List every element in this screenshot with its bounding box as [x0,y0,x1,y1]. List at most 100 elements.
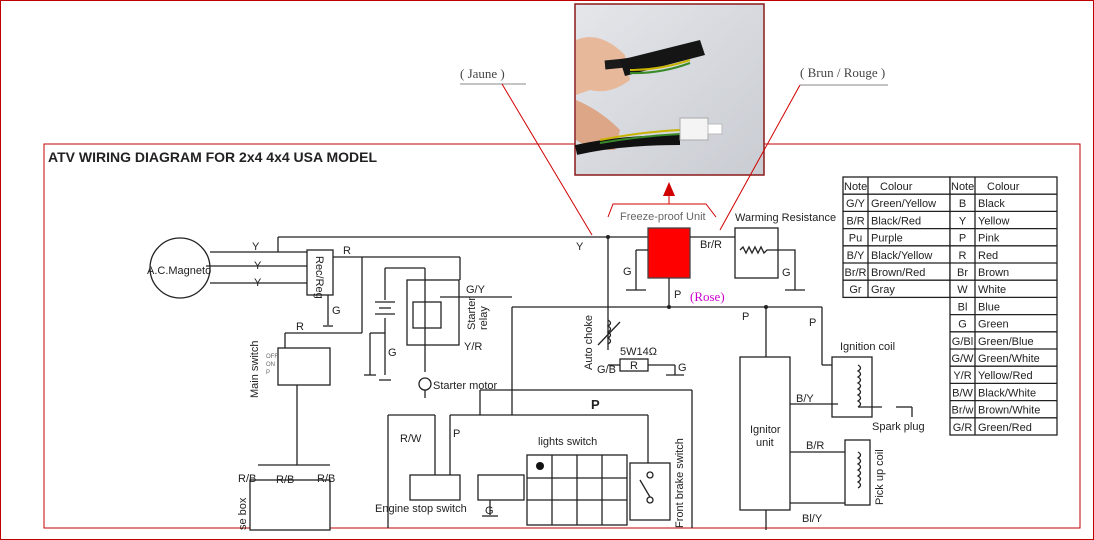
magneto-label: A.C.Magneto [147,265,211,277]
connector-photo [574,3,765,176]
table-cell-note: Gr [849,284,862,296]
main-switch-pos-on: ON [266,362,275,368]
table-cell-colour: Black [978,198,1005,210]
wire-label: G [485,505,494,517]
wire-label: P [453,428,460,440]
table-cell-note: G/Y [846,198,866,210]
table-cell-colour: Yellow [978,215,1009,227]
jaune-label: ( Jaune ) [460,66,505,81]
wire-label: P [591,397,600,412]
ignition-coil-symbol [831,356,873,418]
wire-label: R/B [317,473,335,485]
wire-label: Y [576,241,584,253]
ignitor-unit-symbol [739,356,791,511]
table-cell-note: R [959,250,967,262]
table-header-colour: Colour [880,181,913,193]
table-cell-note: B [959,198,966,210]
table-cell-colour: Black/Red [871,215,921,227]
arrow-up-icon [663,182,675,196]
table-cell-note: B/W [952,387,973,399]
engine-stop-switch-symbol [409,474,461,501]
wire-label: B/Y [796,393,814,405]
wire-label: Y [254,277,262,289]
table-cell-colour: Green/White [978,353,1040,365]
lights-switch-label: lights switch [538,436,597,448]
wire-label: G [678,362,687,374]
table-cell-colour: Gray [871,284,895,296]
table-cell-note: G/W [952,353,975,365]
freeze-proof-unit-highlight [647,227,691,279]
table-cell-note: Y [959,215,967,227]
table-cell-colour: Green/Blue [978,336,1034,348]
table-cell-colour: Brown/Red [871,267,925,279]
table-cell-note: G [958,319,967,331]
table-cell-note: B/R [846,215,864,227]
wire-label: R [343,245,351,257]
wire-labels: Y Y Y Y R R G G G G G G G/Y Y/R Br/R P P… [238,239,824,525]
colour-table-left [842,176,951,299]
ignition-coil-label: Ignition coil [840,341,895,353]
engine-stop-switch-label: Engine stop switch [375,503,467,515]
main-switch-pos-p: P [266,370,270,376]
front-brake-switch-label: Front brake switch [674,438,686,528]
annotations: ( Jaune ) ( Brun / Rouge ) (Rose) [460,65,888,304]
pickup-coil-symbol [844,439,871,506]
starter-motor-symbol [418,377,432,391]
wire-label: Y [254,260,262,272]
table-cell-colour: Purple [871,233,903,245]
rec-reg-label: Rec/Reg [313,256,325,299]
wires [149,227,913,531]
starter-relay-label-2: relay [478,306,490,330]
resistor-label: R [630,360,638,372]
wire-label: R [296,321,304,333]
wire-label: R/W [400,433,422,445]
wire-label: P [674,289,681,301]
table-cell-note: G/Bl [952,336,973,348]
table-cell-colour: Green/Red [978,422,1032,434]
table-cell-note: W [957,284,968,296]
wire-label: G [623,266,632,278]
fuse-box-label: se box [237,497,249,530]
wire-label: Y/R [464,341,482,353]
table-cell-note: Y/R [953,370,971,382]
table-cell-note: Br [957,267,968,279]
starter-motor-label: Starter motor [433,380,498,392]
table-cell-note: Pu [849,233,862,245]
table-cell-colour: Black/White [978,387,1036,399]
wire-label: P [742,311,749,323]
table-header-note: Note [951,181,974,193]
wire-label: G/B [597,364,616,376]
table-cell-colour: Pink [978,233,1000,245]
table-cell-note: Br/w [952,405,974,417]
main-switch-pos-off: OFF [266,354,278,360]
table-cell-colour: Yellow/Red [978,370,1033,382]
main-switch-symbol [277,347,331,386]
table-cell-colour: Green/Yellow [871,198,936,210]
diagram-frame [43,143,1081,529]
diagram-title: ATV WIRING DIAGRAM FOR 2x4 4x4 USA MODEL [48,149,377,165]
table-cell-note: Bl [958,301,968,313]
warming-resistance-symbol [734,227,779,279]
colour-table-right [949,176,1058,436]
wire-label: P [809,317,816,329]
wire-label: Br/R [700,239,722,251]
component-labels: A.C.Magneto Rec/Reg Main switch OFF ON P… [147,211,925,530]
table-cell-colour: Blue [978,301,1000,313]
table-cell-colour: Brown/White [978,405,1040,417]
auto-choke-label: Auto choke [583,315,595,370]
table-cell-note: B/Y [847,250,865,262]
resistor-value-label: 5W14Ω [620,346,657,358]
wire-label: G [782,267,791,279]
table-cell-colour: Green [978,319,1009,331]
table-cell-colour: White [978,284,1006,296]
table-header-note: Note [844,181,867,193]
wire-label: R/B [238,473,256,485]
wire-label: G/Y [466,284,486,296]
table-cell-colour: Black/Yellow [871,250,932,262]
wire-label: G [388,347,397,359]
table-header-colour: Colour [987,181,1020,193]
table-cell-colour: Red [978,250,998,262]
brun-rouge-label: ( Brun / Rouge ) [800,65,885,80]
ignitor-label: Ignitor [750,424,781,436]
